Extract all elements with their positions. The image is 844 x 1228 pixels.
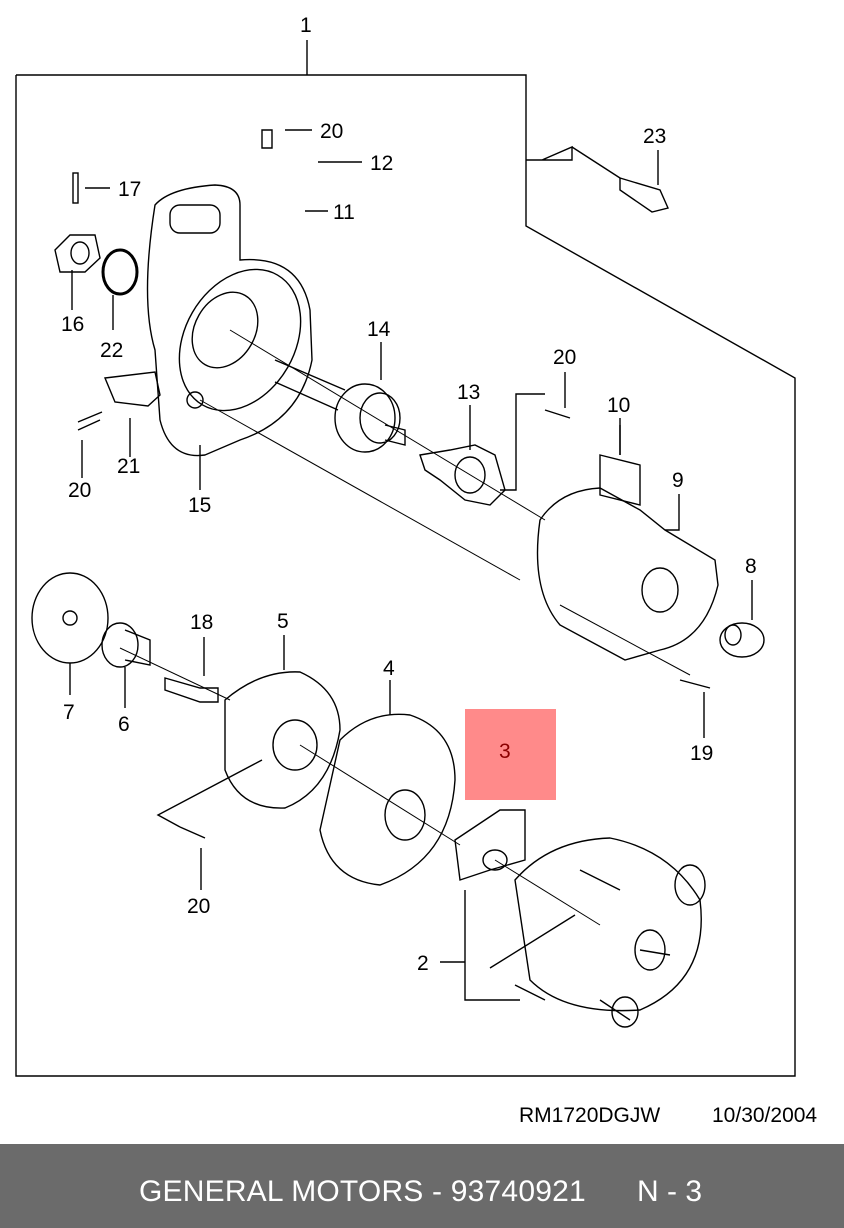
highlight-box bbox=[465, 709, 556, 800]
banner-part-number: GENERAL MOTORS - 93740921 bbox=[139, 1175, 586, 1208]
callout-7: 7 bbox=[63, 701, 75, 724]
callout-4: 4 bbox=[383, 657, 395, 680]
o-ring-part bbox=[101, 248, 139, 296]
housing-part bbox=[146, 184, 313, 457]
diagram-date: 10/30/2004 bbox=[712, 1104, 818, 1127]
assembly-frame bbox=[15, 74, 796, 1077]
callout-20: 20 bbox=[320, 120, 343, 143]
exploded-parts-diagram: 1 20 12 11 23 17 16 22 14 20 13 10 9 20 … bbox=[15, 14, 796, 1077]
callout-5: 5 bbox=[277, 610, 289, 633]
callout-15: 15 bbox=[188, 494, 211, 517]
sensor-plate-part bbox=[536, 487, 719, 661]
callout-1: 1 bbox=[300, 14, 312, 37]
plug-part bbox=[719, 622, 765, 658]
shaft-part bbox=[274, 359, 406, 453]
callout-9: 9 bbox=[672, 469, 684, 492]
callout-labels: 1 20 12 11 23 17 16 22 14 20 13 10 9 20 … bbox=[61, 14, 757, 975]
cap-part bbox=[514, 837, 706, 1028]
spacer-part bbox=[101, 622, 151, 668]
bottom-banner bbox=[0, 1144, 844, 1228]
coupling-part bbox=[54, 172, 101, 273]
callout-18: 18 bbox=[190, 611, 213, 634]
callout-17: 17 bbox=[118, 178, 141, 201]
callout-16: 16 bbox=[61, 313, 84, 336]
callout-2: 2 bbox=[417, 952, 429, 975]
callout-20: 20 bbox=[68, 479, 91, 502]
cover-part bbox=[224, 671, 341, 809]
plate-part bbox=[419, 444, 506, 506]
rotor-part bbox=[454, 809, 526, 881]
callout-14: 14 bbox=[367, 318, 391, 341]
callout-8: 8 bbox=[745, 555, 757, 578]
rotor-disc-part bbox=[31, 572, 109, 664]
diagram-code: RM1720DGJW bbox=[519, 1104, 661, 1127]
callout-21: 21 bbox=[117, 455, 140, 478]
banner-page-ref: N - 3 bbox=[637, 1175, 703, 1208]
callout-13: 13 bbox=[457, 381, 480, 404]
callout-20: 20 bbox=[187, 895, 210, 918]
callout-6: 6 bbox=[118, 713, 130, 736]
callout-11: 11 bbox=[333, 201, 355, 224]
callout-20: 20 bbox=[553, 346, 576, 369]
callout-10: 10 bbox=[607, 394, 630, 417]
callout-3: 3 bbox=[499, 740, 511, 763]
coil-part bbox=[319, 713, 456, 886]
callout-22: 22 bbox=[100, 339, 123, 362]
callout-12: 12 bbox=[370, 152, 393, 175]
callout-19: 19 bbox=[690, 742, 713, 765]
callout-23: 23 bbox=[643, 125, 666, 148]
